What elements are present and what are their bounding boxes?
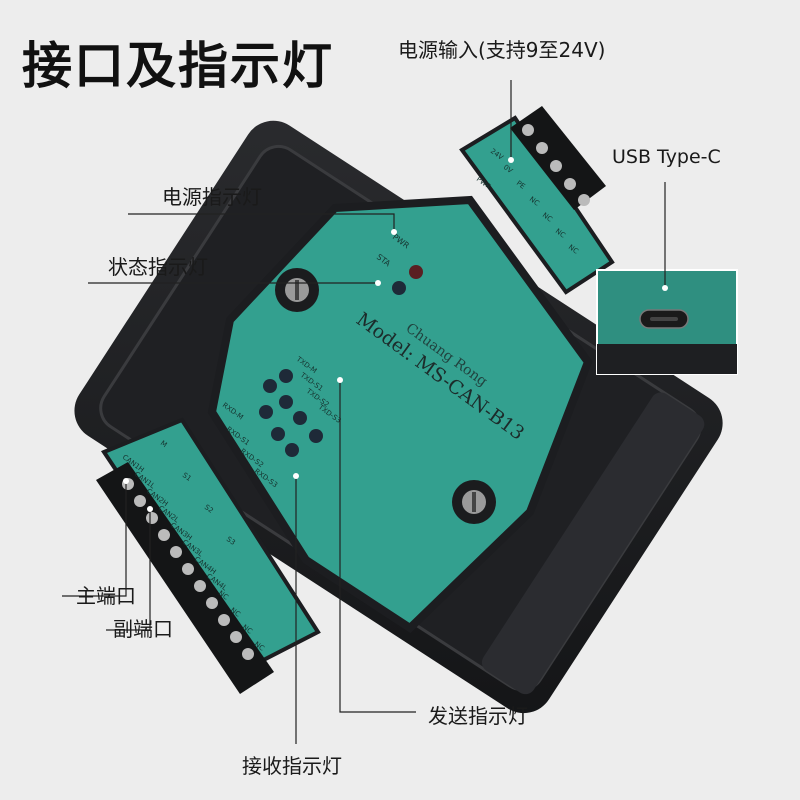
txd-s3-led <box>309 429 323 443</box>
rxd-m-led <box>263 379 277 393</box>
can-group-label: S3 <box>225 535 237 547</box>
sta-led <box>392 281 406 295</box>
can-group-label: S1 <box>181 471 193 483</box>
can-group-label: M <box>159 439 169 449</box>
main-port-callout: 主端口 <box>76 584 136 608</box>
txd-m-led <box>279 369 293 383</box>
power-terminal-panel <box>459 115 615 295</box>
rxd-s1-led <box>259 405 273 419</box>
leader-lines <box>62 80 668 744</box>
page-title: 接口及指示灯 <box>22 37 334 95</box>
txd-s2-led <box>293 411 307 425</box>
power-input-callout: 电源输入(支持9至24V) <box>398 38 606 62</box>
rx-led-callout: 接收指示灯 <box>242 754 342 778</box>
rxd-s3-led <box>285 443 299 457</box>
usb-type-c-callout: USB Type-C <box>612 146 721 168</box>
status-led-callout: 状态指示灯 <box>108 255 208 279</box>
screw-top <box>275 268 319 312</box>
txd-s1-led <box>279 395 293 409</box>
rxd-s2-led <box>271 427 285 441</box>
can-terminal-block <box>96 462 274 694</box>
power-terminal-label: PE <box>515 179 527 191</box>
sub-port-callout: 副端口 <box>113 617 173 641</box>
power-led-callout: 电源指示灯 <box>162 185 262 209</box>
power-terminal-block <box>510 106 606 210</box>
usb-inset <box>596 269 738 375</box>
tx-led-callout: 发送指示灯 <box>428 704 528 728</box>
pwr-led <box>409 265 423 279</box>
can-group-label: S2 <box>203 503 215 515</box>
screw-bottom <box>452 480 496 524</box>
